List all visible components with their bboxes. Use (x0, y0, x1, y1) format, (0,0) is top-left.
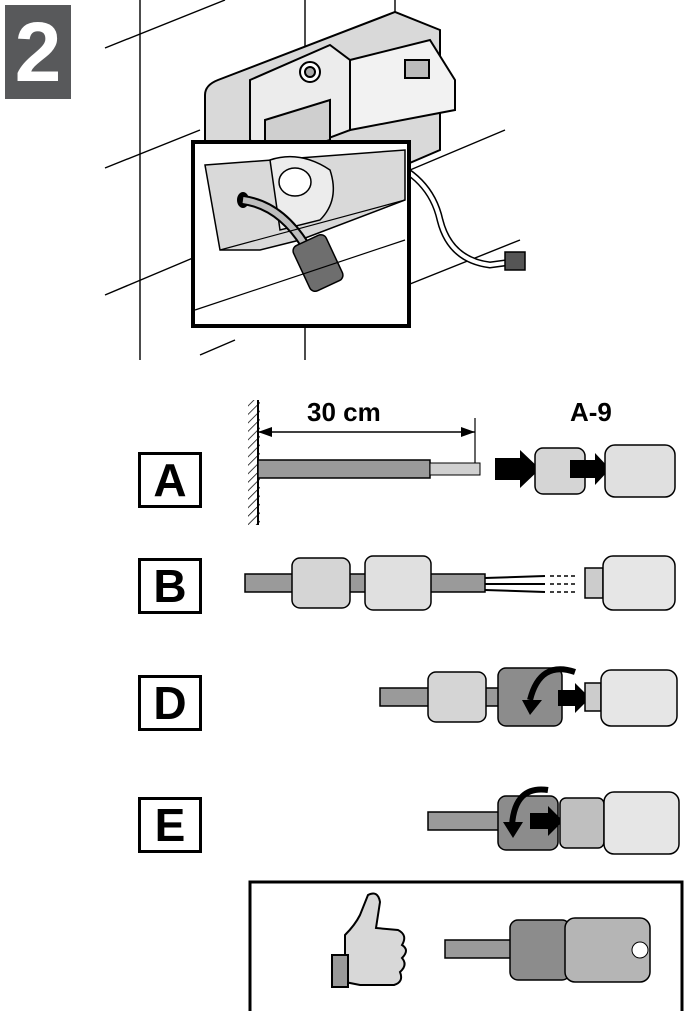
thumbs-up-icon (331, 892, 407, 988)
part-code-label: A-9 (570, 397, 612, 427)
result-box (248, 880, 684, 1011)
step-b-illustration (244, 555, 676, 611)
step-letter-d: D (138, 675, 202, 731)
measurement-label: 30 cm (307, 397, 381, 427)
step-d-illustration (379, 666, 678, 727)
step-e-illustration (427, 786, 680, 855)
wall-tiles (104, 0, 521, 360)
step-a-illustration (248, 400, 676, 525)
step-letter-e: E (138, 797, 202, 853)
step-number-badge: 2 (5, 5, 71, 99)
detail-inset (191, 140, 411, 328)
step-letter-b: B (138, 558, 202, 614)
step-letter-a: A (138, 452, 202, 508)
